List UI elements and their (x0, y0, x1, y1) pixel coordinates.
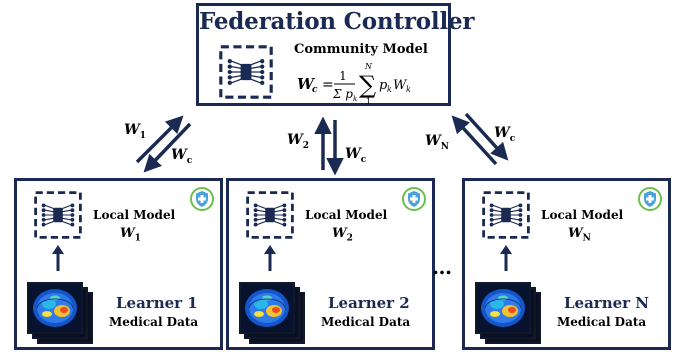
medical-data-label: Medical Data (557, 315, 647, 329)
aggregation-formula: W c = 1 Σ p k N ∑ 1 p k W k (297, 62, 411, 105)
data-to-model-arrow (264, 245, 276, 271)
medical-data-label: Medical Data (321, 315, 411, 329)
local-model-weight: W2 (332, 226, 353, 244)
hospital-shield-icon (402, 187, 426, 211)
controller-title: Federation Controller (199, 8, 475, 35)
formula-sum-upper: N (364, 62, 373, 71)
learner-n-box: Local Model WN Learner N Medical Data (462, 178, 671, 350)
wc-down-label-3: Wc (494, 125, 516, 144)
learner-name: Learner 2 (328, 294, 410, 312)
formula-lhs-sub: c (312, 85, 318, 95)
ellipsis: … (432, 255, 452, 279)
learner-name: Learner 1 (116, 294, 198, 312)
formula-lhs: W (297, 75, 316, 93)
local-model-weight: WN (568, 226, 591, 244)
arrow-wc-down-3 (464, 112, 509, 161)
wn-up-label: WN (425, 133, 449, 152)
formula-term-w: W (393, 78, 408, 93)
medical-scan-stack (239, 282, 309, 346)
data-to-model-arrow (52, 245, 64, 271)
hospital-shield-icon (638, 187, 662, 211)
brain-scan-image (477, 284, 529, 332)
arrow-wc-down-1 (143, 122, 192, 173)
formula-term-p-sub: k (387, 85, 392, 94)
community-model-label: Community Model (294, 42, 428, 57)
medical-scan-stack (475, 282, 545, 346)
brain-scan-image (241, 284, 293, 332)
formula-denominator-sub: k (353, 95, 357, 103)
formula-numerator: 1 (339, 69, 347, 83)
w1-up-label: W1 (124, 122, 146, 141)
learner-1-box: Local Model W1 Learner 1 Medical Data (14, 178, 223, 350)
neural-network-icon (34, 191, 82, 239)
hospital-shield-icon (190, 187, 214, 211)
local-model-label: Local Model (541, 208, 624, 222)
learner-2-box: Local Model W2 Learner 2 Medical Data (226, 178, 435, 350)
wc-down-label-1: Wc (171, 147, 193, 166)
medical-data-label: Medical Data (109, 315, 199, 329)
formula-sum-sign: ∑ (359, 71, 376, 99)
brain-scan-image (29, 284, 81, 332)
local-model-label: Local Model (93, 208, 176, 222)
neural-network-icon (482, 191, 530, 239)
formula-sum-lower: 1 (366, 97, 371, 105)
local-model-weight: W1 (120, 226, 141, 244)
federation-controller-box: Federation Controller Community Model W … (196, 3, 475, 106)
formula-term-p: p (379, 78, 388, 93)
w2-up-label: W2 (287, 132, 309, 151)
data-to-model-arrow (500, 245, 512, 271)
formula-eq: = (322, 77, 334, 93)
neural-network-icon (246, 191, 294, 239)
arrow-wn-up (451, 115, 498, 166)
wc-down-label-2: Wc (345, 146, 367, 165)
learner-name: Learner N (564, 294, 649, 312)
local-model-label: Local Model (305, 208, 388, 222)
formula-term-w-sub: k (406, 85, 411, 94)
formula-denominator: Σ p (332, 87, 353, 101)
medical-scan-stack (27, 282, 97, 346)
